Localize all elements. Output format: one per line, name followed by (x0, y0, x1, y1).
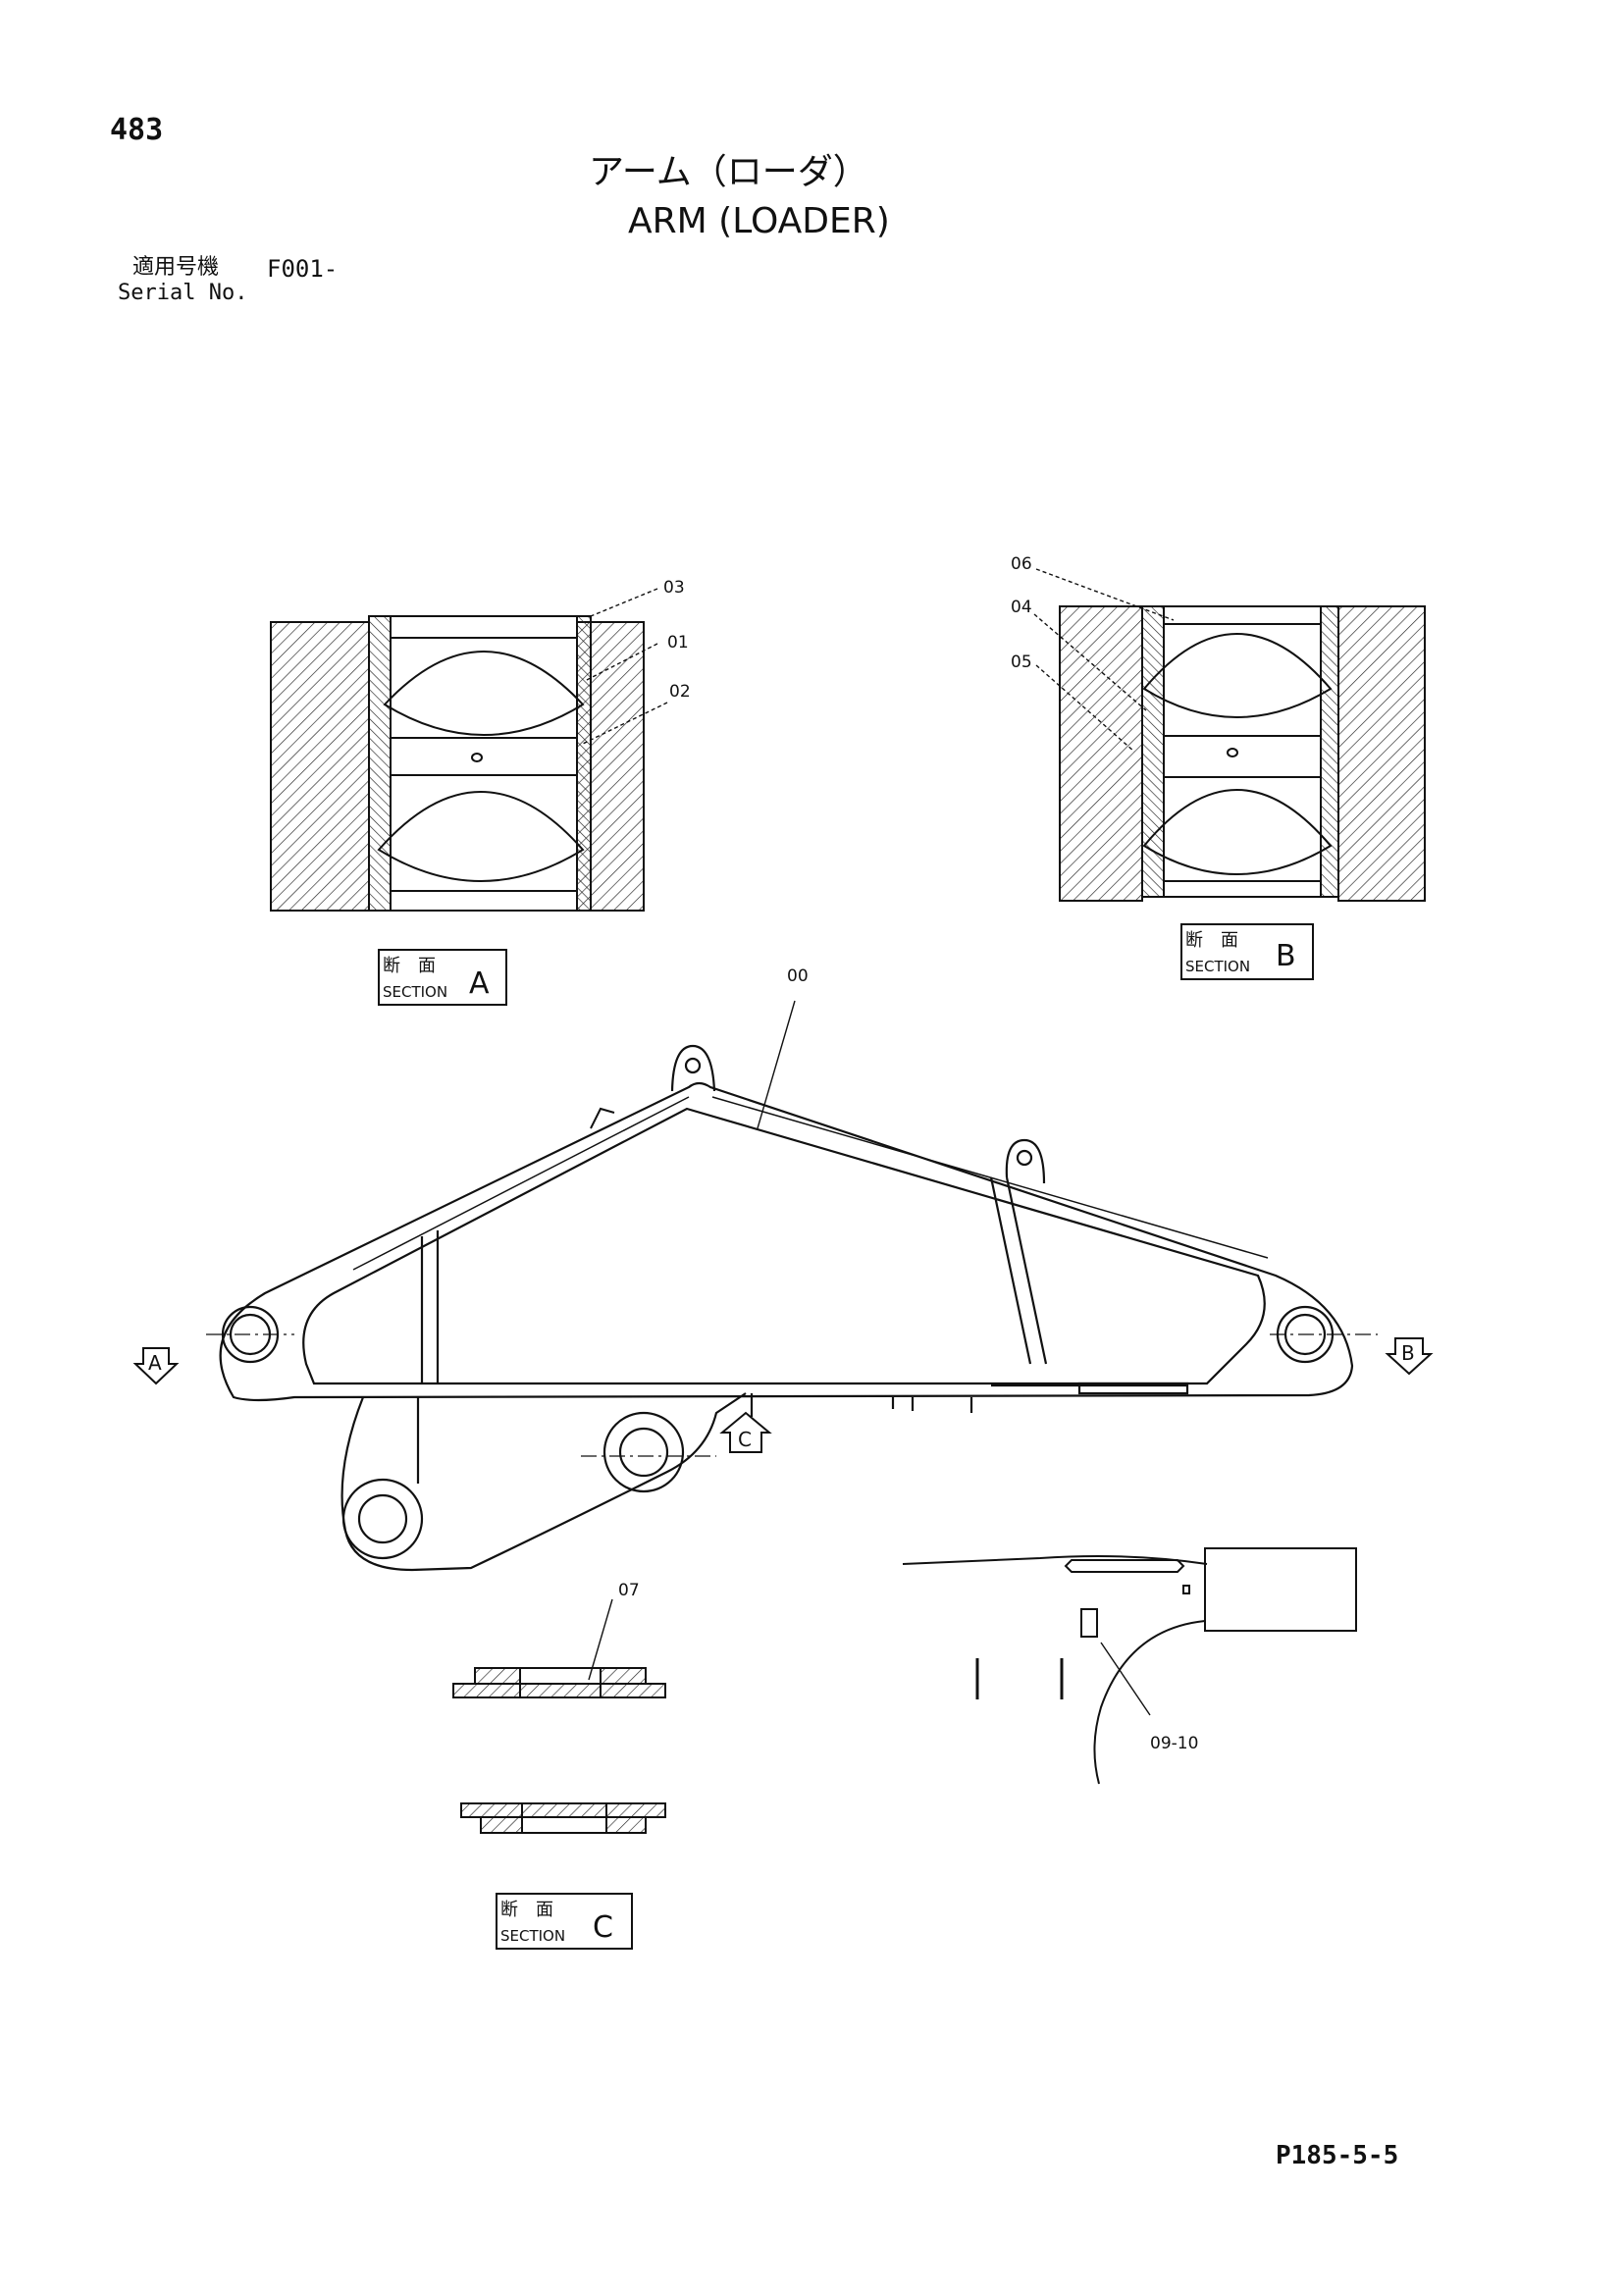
view-marker-b-label: B (1401, 1341, 1415, 1365)
section-c-label: 断 面 SECTION C (496, 1893, 633, 1950)
serial-label-japanese: 適用号機 (132, 255, 220, 280)
callout-06: 06 (1011, 554, 1032, 574)
serial-label-english: Serial No. (118, 281, 248, 305)
callout-04: 04 (1011, 598, 1032, 617)
view-marker-a: A (132, 1347, 180, 1385)
section-a-view (270, 615, 645, 912)
callout-07: 07 (618, 1581, 640, 1600)
section-b-label-en: SECTION (1185, 958, 1250, 975)
title-japanese: アーム（ローダ） (589, 152, 868, 192)
detail-view-09-10 (902, 1547, 1357, 1785)
leader-lines (582, 568, 1175, 1716)
section-a-label: 断 面 SECTION A (378, 949, 507, 1006)
section-a-letter: A (469, 966, 490, 1001)
section-c-label-en: SECTION (500, 1927, 565, 1945)
arm-main-view (206, 1044, 1378, 1572)
section-c-label-ja: 断 面 (500, 1900, 553, 1920)
section-c-view (452, 1667, 666, 1834)
view-marker-a-label: A (148, 1351, 162, 1375)
section-b-view (1059, 605, 1426, 902)
callout-01: 01 (667, 633, 689, 652)
callout-00: 00 (787, 966, 809, 986)
title-english: ARM (LOADER) (628, 201, 890, 241)
view-marker-c-label: C (738, 1428, 752, 1451)
section-c-letter: C (593, 1910, 613, 1945)
callout-03: 03 (663, 578, 685, 598)
view-marker-c: C (719, 1411, 772, 1453)
section-b-label: 断 面 SECTION B (1180, 923, 1314, 980)
section-a-label-ja: 断 面 (383, 956, 436, 976)
page-number: 483 (110, 113, 164, 147)
serial-number-value: F001- (267, 255, 339, 283)
callout-05: 05 (1011, 652, 1032, 672)
section-b-letter: B (1276, 939, 1296, 973)
callout-09-10: 09-10 (1150, 1734, 1198, 1753)
document-code: P185-5-5 (1276, 2141, 1399, 2170)
callout-02: 02 (669, 682, 691, 702)
section-a-label-en: SECTION (383, 983, 447, 1001)
section-b-label-ja: 断 面 (1185, 930, 1238, 951)
view-marker-b: B (1385, 1337, 1434, 1376)
